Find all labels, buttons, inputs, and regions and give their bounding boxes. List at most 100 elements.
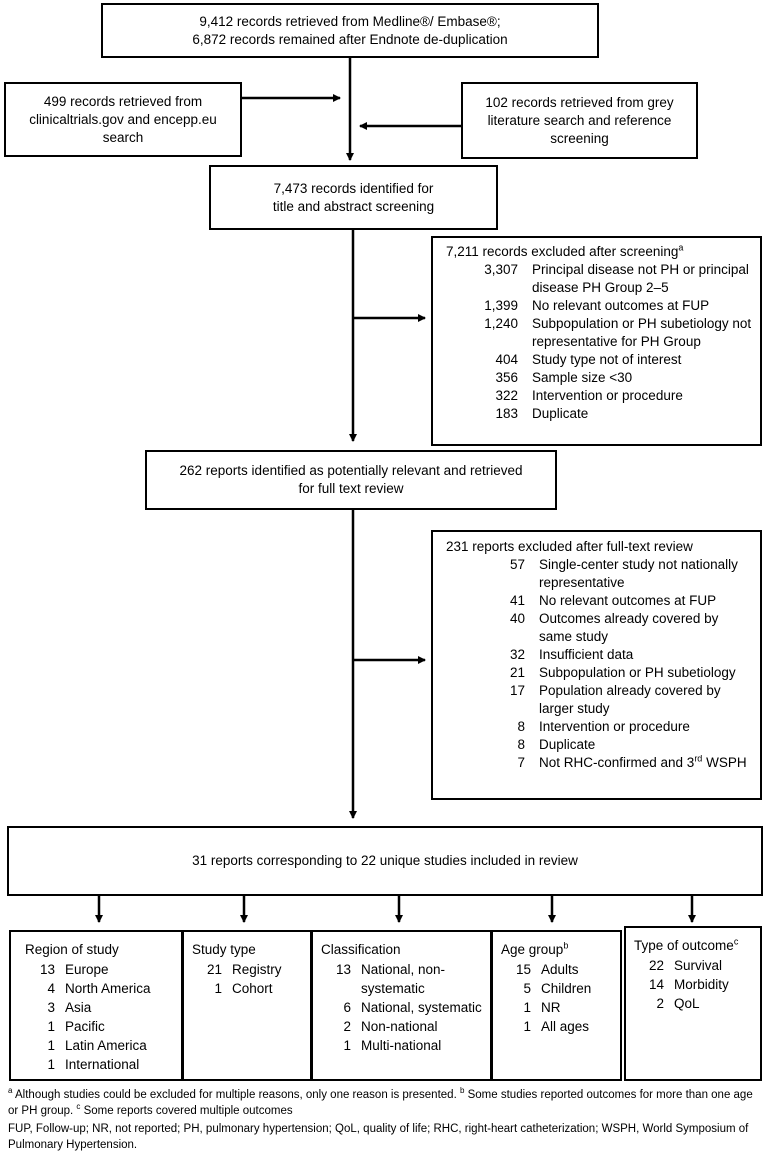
list-item: 21 Registry (192, 960, 310, 979)
item-count: 57 (509, 557, 525, 572)
item-count: 2 (656, 996, 664, 1011)
item-label: Duplicate (532, 406, 589, 421)
item-count: 1 (523, 1019, 531, 1034)
item-count: 40 (509, 611, 525, 626)
item-label: National, non-systematic (361, 962, 446, 996)
clinicaltrials-line3: search (102, 129, 144, 145)
list-item: 1 Cohort (192, 979, 310, 998)
identified-line2: title and abstract screening (272, 198, 435, 214)
clinicaltrials-line2: clinicaltrials.gov and encepp.eu (29, 111, 217, 127)
item-count: 6 (343, 1000, 351, 1015)
item-label: No relevant outcomes at FUP (532, 298, 710, 313)
item-count: 21 (206, 962, 222, 977)
footnote-marks: a Although studies could be excluded for… (8, 1087, 763, 1119)
item-count: 322 (495, 388, 518, 403)
item-count: 5 (523, 981, 531, 996)
grey-literature-line1: 102 records retrieved from grey (485, 94, 674, 110)
list-item: 1 International (25, 1055, 181, 1074)
item-label: National, systematic (361, 1000, 482, 1015)
item-label: Pacific (65, 1019, 105, 1034)
list-item: 2 QoL (634, 994, 760, 1013)
list-item: 41 No relevant outcomes at FUP (446, 592, 752, 610)
item-label: Survival (674, 958, 723, 973)
study-type-title: Study type (192, 942, 256, 957)
item-label: Sample size <30 (532, 370, 633, 385)
relevant-line1: 262 reports identified as potentially re… (179, 463, 523, 478)
footnote-a-mark: a (8, 1086, 13, 1096)
list-item: 17 Population already covered by larger s… (446, 682, 752, 718)
list-item: 21 Subpopulation or PH subetiology (446, 664, 752, 682)
item-label: Single-center study not nationally repre… (539, 557, 738, 590)
item-label: Morbidity (674, 977, 729, 992)
list-item: 57 Single-center study not nationally rep… (446, 556, 752, 592)
item-count: 1 (214, 981, 222, 996)
item-label: Cohort (232, 981, 273, 996)
item-count: 14 (648, 977, 664, 992)
item-count: 17 (509, 683, 525, 698)
item-count: 183 (495, 406, 518, 421)
item-count: 404 (495, 352, 518, 367)
item-count: 21 (509, 665, 525, 680)
item-label: Latin America (65, 1038, 147, 1053)
study-type-box: Study type 21 Registry 1 Cohort (182, 930, 312, 1081)
item-count: 22 (648, 958, 664, 973)
item-label: QoL (674, 996, 700, 1011)
item-count: 2 (343, 1019, 351, 1034)
list-item: 14 Morbidity (634, 975, 760, 994)
records-retrieved-box: 9,412 records retrieved from Medline®/ E… (101, 3, 599, 58)
item-count: 3 (47, 1000, 55, 1015)
classification-title: Classification (321, 942, 401, 957)
footnote-abbreviations: FUP, Follow-up; NR, not reported; PH, pu… (8, 1123, 749, 1151)
item-label: No relevant outcomes at FUP (539, 593, 717, 608)
item-count: 4 (47, 981, 55, 996)
item-count: 1 (343, 1038, 351, 1053)
identified-line1: 7,473 records identified for (273, 180, 434, 196)
item-label: Population already covered by larger stu… (539, 683, 721, 716)
item-count: 1,240 (484, 316, 518, 331)
item-count: 8 (517, 719, 525, 734)
item-label: Study type not of interest (532, 352, 682, 367)
item-label: NR (541, 1000, 561, 1015)
item-label: Subpopulation or PH subetiology not repr… (532, 316, 752, 349)
item-count: 356 (495, 370, 518, 385)
outcome-title: Type of outcomec (634, 936, 739, 953)
clinicaltrials-box: 499 records retrieved from clinicaltrial… (4, 82, 242, 157)
grey-literature-box: 102 records retrieved from grey literatu… (461, 82, 698, 159)
list-item: 1,240 Subpopulation or PH subetiology not… (446, 315, 752, 351)
included-box: 31 reports corresponding to 22 unique st… (7, 826, 763, 896)
excluded-screening-box: 7,211 records excluded after screeninga … (431, 236, 762, 446)
identified-box: 7,473 records identified for title and a… (209, 165, 498, 230)
item-label: Principal disease not PH or principal di… (532, 262, 749, 295)
item-label: Subpopulation or PH subetiology (539, 665, 736, 680)
item-label: International (65, 1057, 140, 1072)
item-count: 1 (47, 1019, 55, 1034)
item-count: 13 (39, 962, 55, 977)
grey-literature-line3: screening (550, 130, 609, 146)
list-item: 2 Non-national (321, 1017, 490, 1036)
footnote-b-mark: b (459, 1086, 465, 1096)
item-count: 15 (515, 962, 531, 977)
item-label: Not RHC-confirmed and 3rd WSPH (539, 753, 747, 770)
item-count: 41 (509, 593, 525, 608)
item-label: Registry (232, 962, 282, 977)
item-label: Insufficient data (539, 647, 634, 662)
records-retrieved-line1: 9,412 records retrieved from Medline®/ E… (199, 13, 501, 29)
item-count: 1 (47, 1057, 55, 1072)
footnote-b-text: Some studies reported outcomes for more … (8, 1089, 753, 1117)
item-label: Non-national (361, 1019, 438, 1034)
list-item: 404 Study type not of interest (446, 351, 752, 369)
